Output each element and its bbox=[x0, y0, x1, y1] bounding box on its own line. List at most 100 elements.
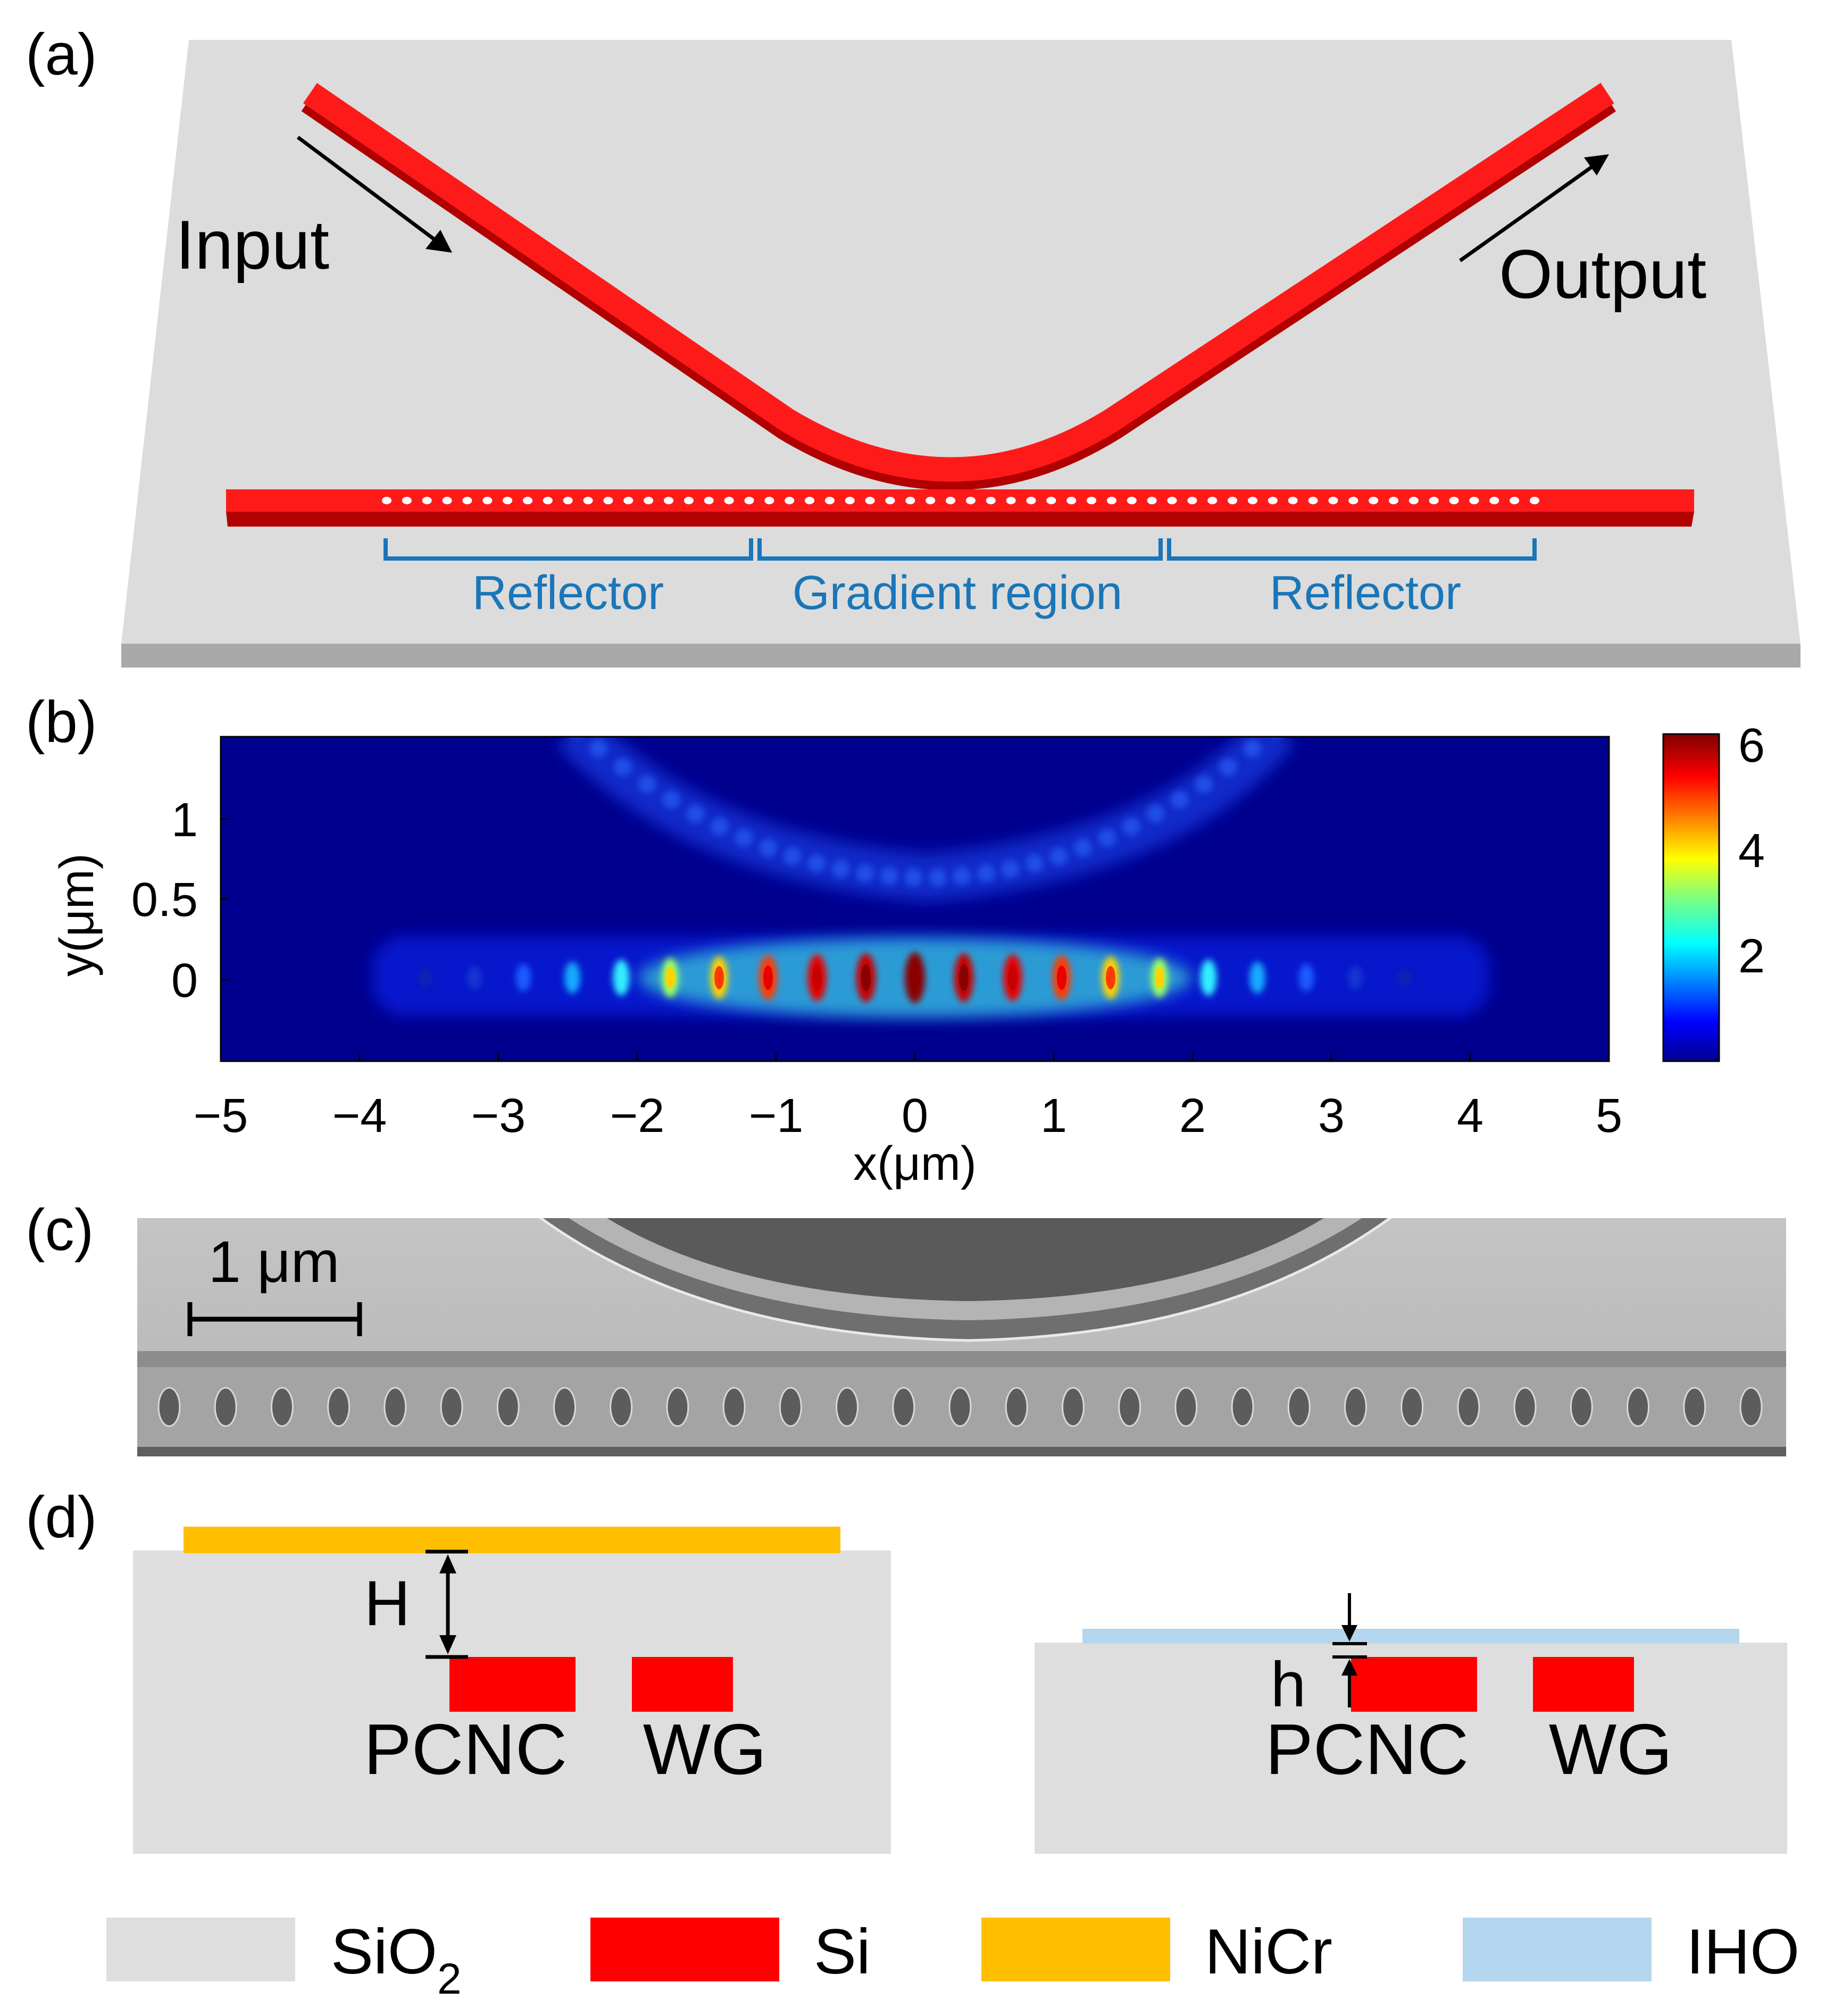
y-tick-label: 0 bbox=[171, 954, 198, 1007]
sem-hole bbox=[1513, 1387, 1537, 1427]
upper-spot bbox=[1219, 757, 1237, 776]
nanobeam-hole bbox=[402, 497, 412, 504]
cavity-spot-core bbox=[910, 963, 920, 992]
nanobeam-hole bbox=[1127, 497, 1137, 504]
upper-spot bbox=[831, 860, 850, 878]
nanobeam-hole bbox=[1469, 497, 1479, 504]
nanobeam-hole bbox=[603, 497, 613, 504]
cavity-spot bbox=[467, 966, 482, 989]
sem-hole bbox=[1627, 1387, 1650, 1427]
upper-spot bbox=[638, 774, 656, 793]
upper-spot bbox=[614, 757, 632, 776]
nanobeam-hole bbox=[503, 497, 513, 504]
sem-hole bbox=[496, 1387, 520, 1427]
nanobeam-hole bbox=[1388, 497, 1398, 504]
upper-spot bbox=[570, 737, 579, 738]
nanobeam-hole bbox=[623, 497, 633, 504]
legend-swatch-sio2 bbox=[106, 1918, 295, 1981]
legend-swatch-nicr bbox=[981, 1918, 1170, 1981]
x-tick-label: −3 bbox=[471, 1089, 526, 1143]
sem-hole bbox=[1457, 1387, 1480, 1427]
sem-hole bbox=[666, 1387, 689, 1427]
upper-spot bbox=[1049, 847, 1068, 865]
legend-label-sio2-main: SiO bbox=[331, 1916, 437, 1987]
nanobeam-hole bbox=[1106, 497, 1116, 504]
bus-waveguide bbox=[303, 82, 1614, 482]
sem-hole bbox=[1061, 1387, 1085, 1427]
nanobeam-hole bbox=[905, 497, 915, 504]
cavity-spot bbox=[1397, 968, 1411, 987]
nanobeam-hole bbox=[1228, 497, 1238, 504]
cavity-spot-core bbox=[861, 964, 871, 992]
upper-waveguide-field bbox=[556, 737, 1295, 902]
nanobeam-hole bbox=[1489, 497, 1499, 504]
nanobeam-hole bbox=[1087, 497, 1097, 504]
y-tick-label: 0.5 bbox=[131, 873, 198, 927]
right-wg-block bbox=[1533, 1657, 1634, 1712]
legend: SiO2 Si NiCr IHO bbox=[106, 1916, 1799, 2003]
cavity-spot bbox=[515, 964, 531, 992]
y-axis-label: y(μm) bbox=[51, 853, 104, 977]
nanobeam-hole bbox=[644, 497, 654, 504]
sem-hole bbox=[779, 1387, 802, 1427]
region-label-reflector-right: Reflector bbox=[1270, 567, 1461, 620]
nanobeam-hole bbox=[1207, 497, 1218, 504]
upper-spot bbox=[904, 868, 923, 887]
nanobeam-hole bbox=[704, 497, 714, 504]
upper-spot bbox=[880, 867, 898, 886]
left-pcnc-block bbox=[449, 1657, 576, 1712]
cavity-spot bbox=[419, 968, 432, 987]
nanobeam-hole bbox=[805, 497, 815, 504]
sem-hole bbox=[440, 1387, 463, 1427]
reflector-right-bracket bbox=[1167, 538, 1537, 561]
nanobeam-hole bbox=[1187, 497, 1197, 504]
right-pcnc-block bbox=[1351, 1657, 1477, 1712]
nanobeam-hole bbox=[865, 497, 875, 504]
nanobeam-hole bbox=[1510, 497, 1520, 504]
sem-hole bbox=[1231, 1387, 1254, 1427]
x-tick-label: −4 bbox=[332, 1089, 387, 1143]
right-dim-label: h bbox=[1271, 1649, 1306, 1720]
sem-image: 1 μm bbox=[137, 1218, 1786, 1456]
cavity-spot-core bbox=[1155, 967, 1164, 989]
legend-label-si: Si bbox=[814, 1916, 871, 1987]
nanobeam-hole bbox=[1449, 497, 1459, 504]
sem-edge-highlight bbox=[538, 1218, 1393, 1342]
upper-spot bbox=[735, 829, 753, 847]
left-wg-block bbox=[632, 1657, 733, 1712]
nanobeam-hole bbox=[824, 497, 835, 504]
x-tick-label: 5 bbox=[1596, 1089, 1622, 1143]
sem-hole bbox=[610, 1387, 633, 1427]
sem-hole bbox=[384, 1387, 407, 1427]
x-tick-label: −1 bbox=[749, 1089, 804, 1143]
input-arrow-head bbox=[426, 230, 452, 253]
nanobeam-hole bbox=[764, 497, 774, 504]
input-arrow bbox=[296, 136, 443, 246]
sem-hole bbox=[327, 1387, 351, 1427]
nanobeam-hole bbox=[664, 497, 674, 504]
region-label-reflector-left: Reflector bbox=[472, 567, 664, 620]
legend-label-iho: IHO bbox=[1686, 1916, 1799, 1987]
legend-label-sio2-sub: 2 bbox=[437, 1955, 462, 2003]
field-map bbox=[221, 737, 1609, 1061]
input-label: Input bbox=[176, 206, 329, 284]
upper-spot bbox=[1001, 860, 1020, 878]
legend-label-nicr: NiCr bbox=[1205, 1916, 1332, 1987]
cavity-spot-core bbox=[714, 966, 724, 989]
nanobeam-hole bbox=[986, 497, 996, 504]
sem-holes bbox=[157, 1387, 1763, 1427]
left-wg-label: WG bbox=[643, 1709, 766, 1789]
nanobeam-hole bbox=[1247, 497, 1257, 504]
cavity-spot bbox=[613, 960, 630, 996]
sem-inner-gap bbox=[607, 1218, 1324, 1301]
nanobeam-hole bbox=[482, 497, 493, 504]
sem-hole bbox=[1118, 1387, 1141, 1427]
upper-spot bbox=[783, 847, 802, 865]
nanobeam-hole bbox=[523, 497, 533, 504]
colorbar-tick-2: 2 bbox=[1738, 930, 1765, 983]
left-dim-label: H bbox=[364, 1568, 411, 1639]
sem-hole bbox=[1739, 1387, 1763, 1427]
nanobeam-hole bbox=[724, 497, 734, 504]
